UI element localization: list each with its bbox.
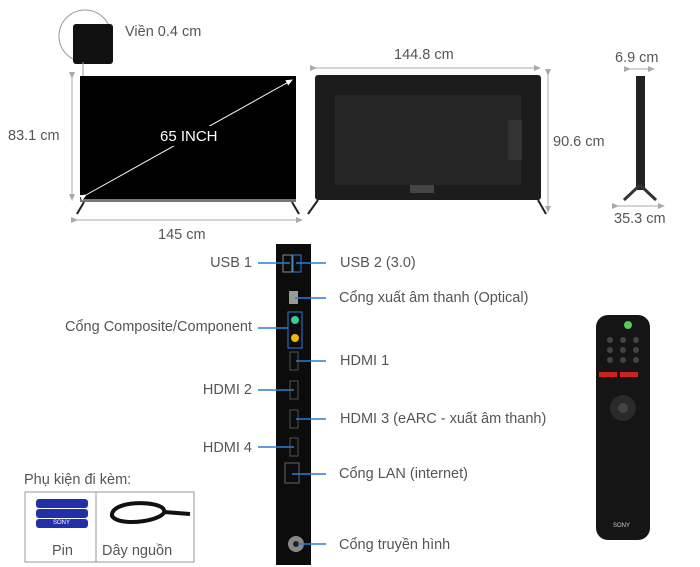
battery-brand-logo: SONY — [53, 520, 71, 526]
back-width-label: 144.8 cm — [394, 47, 454, 63]
port-leader-lines — [258, 262, 326, 545]
front-tv — [76, 76, 300, 215]
port-label-optical: Cổng xuất âm thanh (Optical) — [339, 290, 529, 306]
accessory-battery-label: Pin — [52, 543, 73, 559]
back-tv — [307, 75, 547, 215]
stand-depth-label: 35.3 cm — [614, 211, 666, 227]
back-height-label: 90.6 cm — [553, 134, 605, 150]
side-view-tv — [622, 76, 658, 202]
port-label-usb1: USB 1 — [210, 255, 252, 271]
port-label-lan: Cổng LAN (internet) — [339, 466, 468, 482]
screen-size-label: 65 INCH — [160, 128, 218, 145]
front-height-label: 83.1 cm — [8, 128, 60, 144]
side-depth-label: 6.9 cm — [615, 50, 659, 66]
port-label-composite: Cổng Composite/Component — [65, 319, 252, 335]
port-label-hdmi3: HDMI 3 (eARC - xuất âm thanh) — [340, 411, 547, 427]
port-label-hdmi1: HDMI 1 — [340, 353, 390, 369]
bezel-label: Viền 0.4 cm — [125, 24, 202, 40]
port-panel — [276, 244, 311, 565]
port-label-antenna: Cổng truyền hình — [339, 537, 451, 553]
accessory-power-cord-label: Dây nguồn — [102, 543, 173, 559]
port-label-hdmi2: HDMI 2 — [202, 382, 252, 398]
port-label-usb2: USB 2 (3.0) — [340, 255, 416, 271]
front-width-label: 145 cm — [158, 227, 206, 243]
remote-control — [596, 315, 650, 540]
remote-brand-logo: SONY — [613, 523, 631, 529]
port-label-hdmi4: HDMI 4 — [202, 440, 252, 456]
accessories-title: Phụ kiện đi kèm: — [24, 472, 132, 488]
accessories-box — [24, 491, 195, 563]
bezel-zoom-circle — [58, 9, 113, 76]
